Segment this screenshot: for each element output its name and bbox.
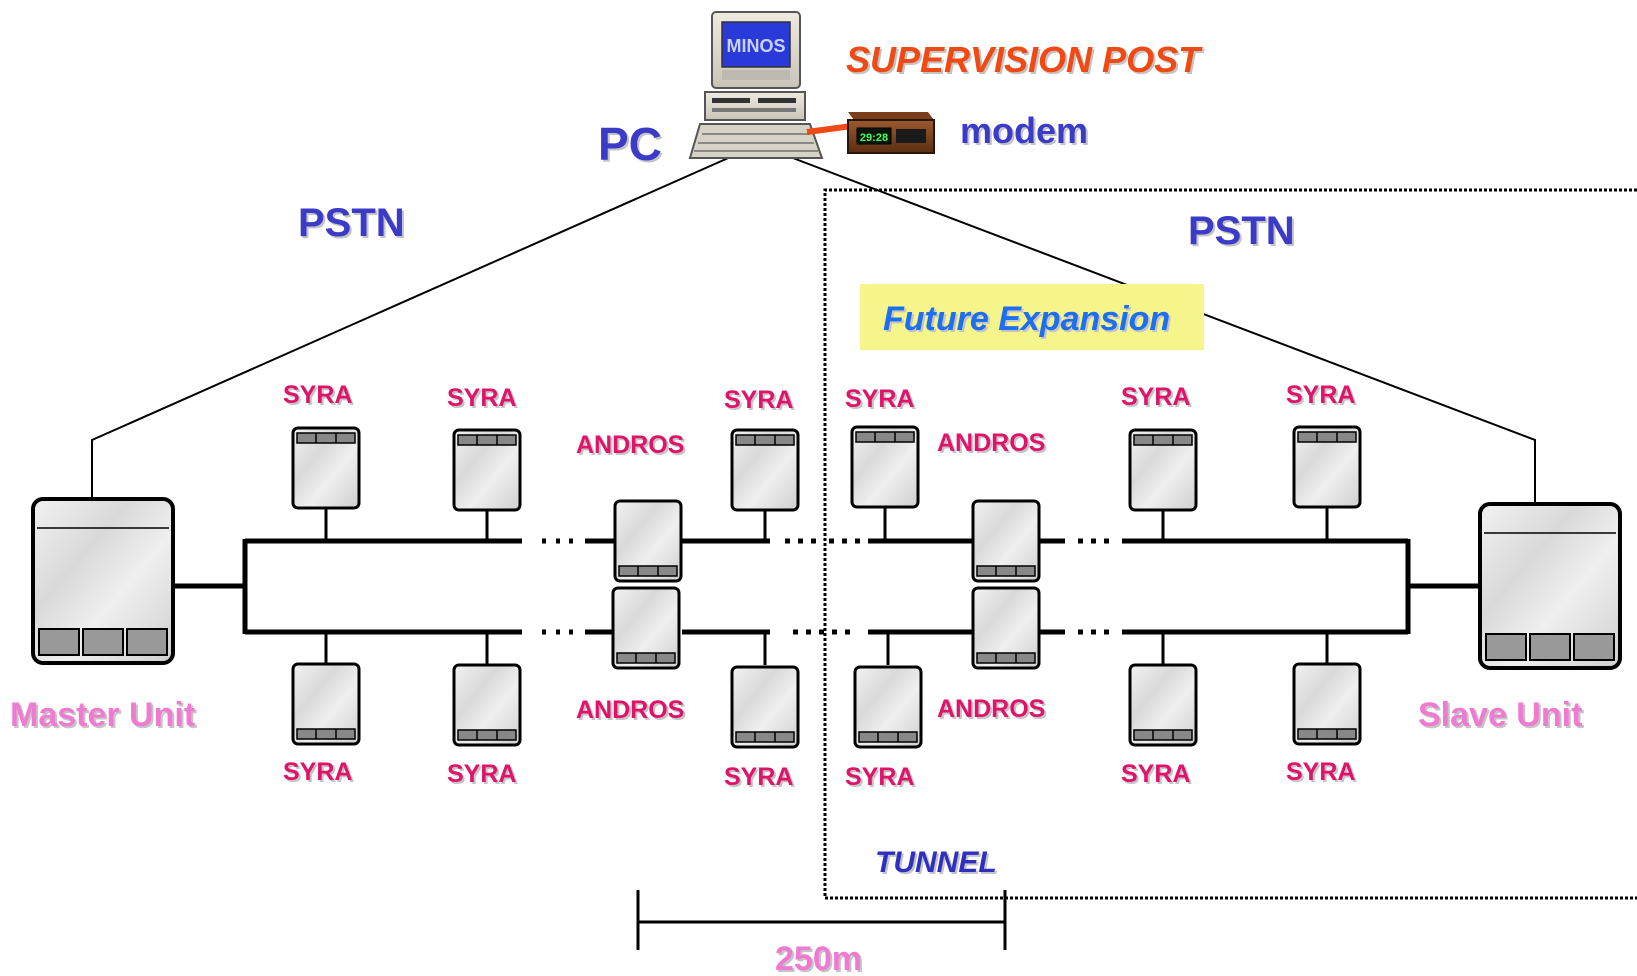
device-label-bottom-8-shadow: SYRA bbox=[1288, 760, 1357, 788]
device-label-top-4-shadow: SYRA bbox=[726, 388, 795, 416]
andros-device-bottom-2 bbox=[971, 586, 1041, 670]
device-label-top-4: SYRA bbox=[724, 386, 793, 414]
device-label-bottom-8: SYRA bbox=[1286, 758, 1355, 786]
pstn-label-right: PSTN bbox=[1188, 209, 1295, 253]
syra-device-bottom-3 bbox=[730, 665, 800, 749]
device-label-top-1: SYRA bbox=[283, 381, 352, 409]
pstn-line-right bbox=[784, 154, 1536, 505]
master-unit-label-shadow: Master Unit bbox=[12, 698, 197, 736]
device-label-top-5-shadow: SYRA bbox=[847, 387, 916, 415]
device-label-bottom-1: SYRA bbox=[283, 758, 352, 786]
syra-device-bottom-1 bbox=[291, 662, 361, 746]
future-expansion-box bbox=[860, 284, 1204, 350]
slave-unit-box bbox=[1478, 502, 1622, 670]
device-label-bottom-5-shadow: SYRA bbox=[847, 765, 916, 793]
future-expansion-region bbox=[823, 188, 1637, 900]
syra-device-top-5 bbox=[1128, 428, 1198, 512]
modem-label-shadow: modem bbox=[962, 112, 1090, 153]
syra-device-bottom-2 bbox=[452, 663, 522, 747]
tunnel-label-shadow: TUNNEL bbox=[877, 848, 999, 881]
future-expansion-label-shadow: Future Expansion bbox=[885, 302, 1172, 340]
pc-screen-text: MINOS bbox=[726, 36, 785, 56]
tunnel-label: TUNNEL bbox=[875, 846, 997, 879]
device-label-bottom-7: SYRA bbox=[1121, 760, 1190, 788]
syra-device-bottom-6 bbox=[1292, 662, 1362, 746]
distance-scale bbox=[636, 890, 1007, 950]
distance-label-shadow: 250m bbox=[777, 942, 864, 976]
device-label-bottom-4-shadow: SYRA bbox=[726, 765, 795, 793]
pstn-label-left-shadow: PSTN bbox=[300, 203, 407, 247]
device-label-bottom-3: ANDROS bbox=[576, 696, 684, 724]
modem-display: 29:28 bbox=[860, 132, 888, 144]
device-label-top-6-shadow: ANDROS bbox=[939, 431, 1047, 459]
device-label-top-3: ANDROS bbox=[576, 431, 684, 459]
master-unit-box bbox=[31, 497, 175, 665]
modem-label: modem bbox=[960, 110, 1088, 151]
pc-label: PC bbox=[598, 118, 662, 170]
device-label-bottom-2: SYRA bbox=[447, 760, 516, 788]
device-label-bottom-5: SYRA bbox=[845, 763, 914, 791]
device-label-bottom-2-shadow: SYRA bbox=[449, 762, 518, 790]
modem-icon: 29:28 bbox=[847, 112, 935, 154]
device-label-top-7: SYRA bbox=[1121, 383, 1190, 411]
distance-label: 250m bbox=[775, 940, 862, 976]
device-label-top-1-shadow: SYRA bbox=[285, 383, 354, 411]
syra-device-bottom-5 bbox=[1128, 663, 1198, 747]
master-unit-label: Master Unit bbox=[10, 696, 195, 734]
device-label-top-5: SYRA bbox=[845, 385, 914, 413]
future-expansion-label: Future Expansion bbox=[883, 300, 1170, 338]
slave-unit-label-shadow: Slave Unit bbox=[1420, 698, 1584, 736]
device-label-top-7-shadow: SYRA bbox=[1123, 385, 1192, 413]
pc-computer-icon: MINOS bbox=[688, 11, 824, 159]
pstn-label-left: PSTN bbox=[298, 201, 405, 245]
andros-device-top-1 bbox=[613, 499, 683, 583]
device-label-top-2-shadow: SYRA bbox=[449, 386, 518, 414]
syra-device-top-6 bbox=[1292, 425, 1362, 509]
device-label-bottom-4: SYRA bbox=[724, 763, 793, 791]
supervision-post-label-shadow: SUPERVISION POST bbox=[848, 41, 1205, 82]
device-label-bottom-7-shadow: SYRA bbox=[1123, 762, 1192, 790]
device-label-top-2: SYRA bbox=[447, 384, 516, 412]
device-label-top-8-shadow: SYRA bbox=[1288, 383, 1357, 411]
device-label-top-8: SYRA bbox=[1286, 381, 1355, 409]
supervision-post-label: SUPERVISION POST bbox=[846, 39, 1203, 80]
device-label-top-3-shadow: ANDROS bbox=[578, 433, 686, 461]
syra-device-top-1 bbox=[291, 426, 361, 510]
syra-device-top-4 bbox=[850, 425, 920, 509]
andros-device-top-2 bbox=[971, 499, 1041, 583]
device-label-top-6: ANDROS bbox=[937, 429, 1045, 457]
slave-unit-label: Slave Unit bbox=[1418, 696, 1582, 734]
syra-device-bottom-4 bbox=[853, 665, 923, 749]
syra-device-top-3 bbox=[730, 428, 800, 512]
syra-device-top-2 bbox=[452, 428, 522, 512]
modem-link bbox=[806, 123, 853, 135]
device-label-bottom-6: ANDROS bbox=[937, 695, 1045, 723]
device-label-bottom-3-shadow: ANDROS bbox=[578, 698, 686, 726]
device-label-bottom-1-shadow: SYRA bbox=[285, 760, 354, 788]
pc-label-shadow: PC bbox=[600, 120, 664, 172]
pstn-line-left bbox=[91, 154, 736, 497]
pstn-label-right-shadow: PSTN bbox=[1190, 211, 1297, 255]
device-label-bottom-6-shadow: ANDROS bbox=[939, 697, 1047, 725]
andros-device-bottom-1 bbox=[611, 586, 681, 670]
